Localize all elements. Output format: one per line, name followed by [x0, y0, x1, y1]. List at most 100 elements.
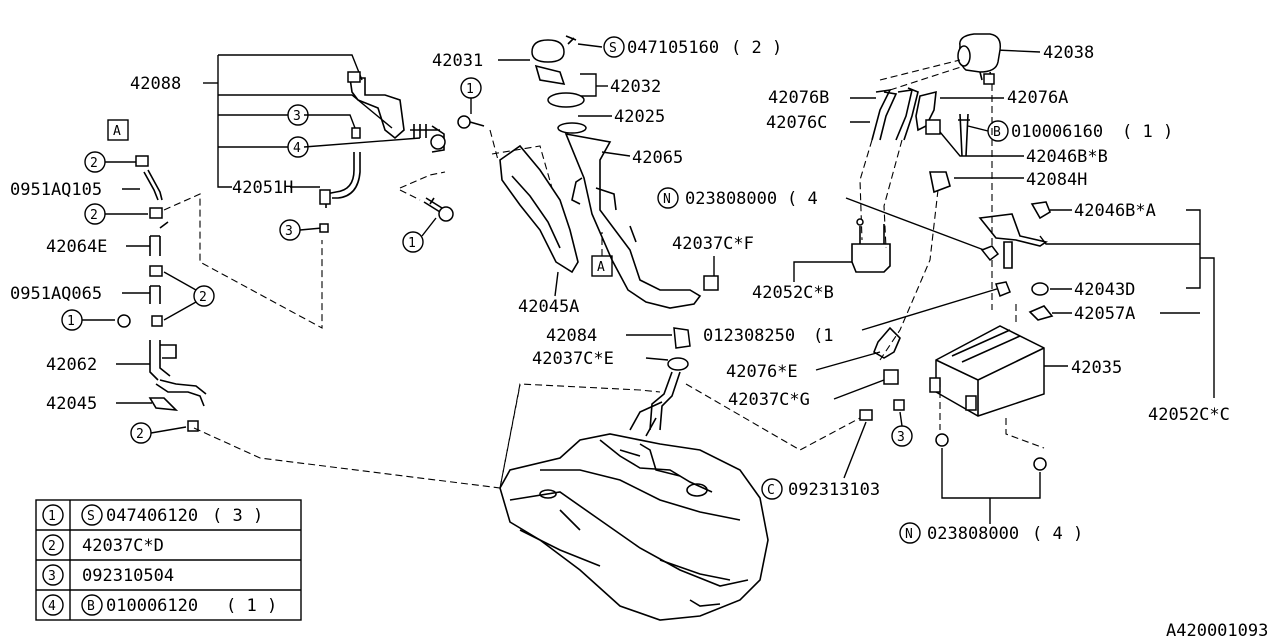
label-42045A: 42045A	[518, 297, 579, 317]
label-42088: 42088	[130, 74, 181, 94]
hose-42051H	[319, 152, 361, 233]
svg-text:1: 1	[466, 82, 474, 97]
label-047105160: 047105160	[627, 38, 719, 58]
label-42084: 42084	[546, 326, 597, 346]
canister-42035	[929, 325, 1045, 417]
label-42043D: 42043D	[1074, 280, 1135, 300]
label-010006160: 010006160	[1011, 122, 1103, 142]
svg-text:N: N	[663, 192, 671, 207]
clip-42043D	[995, 281, 1054, 321]
label-42045: 42045	[46, 394, 97, 414]
legend-part-1: 047406120	[106, 506, 198, 526]
svg-text:3: 3	[48, 569, 56, 584]
legend-part-3: 092310504	[82, 566, 174, 586]
filler-neck-42065	[564, 132, 702, 309]
bracket-42052CB	[851, 218, 891, 273]
label-42065: 42065	[632, 148, 683, 168]
callout-circle-3-a: 3	[287, 104, 309, 126]
diagram-code: A420001093	[1166, 621, 1268, 640]
legend-qty-4: ( 1 )	[226, 596, 277, 616]
svg-text:A: A	[113, 124, 121, 139]
legend-part-2: 42037C*D	[82, 536, 164, 556]
label-0951AQ105: 0951AQ105	[10, 180, 102, 200]
label-023808000-bot-qty: ( 4 )	[1032, 524, 1083, 544]
legend-row-1: 1 S 047406120 ( 3 )	[42, 504, 263, 526]
legend-part-4: 010006120	[106, 596, 198, 616]
callout-B-010006160: B 010006160 ( 1 )	[987, 120, 1173, 142]
label-012308250: 012308250	[703, 326, 795, 346]
label-42025: 42025	[614, 107, 665, 127]
callout-circle-1-a: 1	[402, 231, 424, 253]
hose-42076E	[873, 326, 901, 359]
svg-text:2: 2	[136, 427, 144, 442]
label-42037CE: 42037C*E	[532, 349, 614, 369]
label-42035: 42035	[1071, 358, 1122, 378]
callout-circle-2-a: 2	[84, 151, 106, 173]
bracket-42088	[347, 71, 446, 153]
svg-text:B: B	[993, 125, 1001, 140]
label-42062: 42062	[46, 355, 97, 375]
legend-qty-1: ( 3 )	[212, 506, 263, 526]
callout-N-023808000-bot: N 023808000 ( 4 )	[899, 522, 1083, 544]
bracket-42046BA	[978, 201, 1051, 269]
callout-circle-1-b: 1	[61, 309, 83, 331]
label-42076C: 42076C	[766, 113, 827, 133]
svg-text:B: B	[87, 599, 95, 614]
label-42037CG: 42037C*G	[728, 390, 810, 410]
svg-text:1: 1	[48, 509, 56, 524]
svg-text:S: S	[87, 509, 95, 524]
svg-text:N: N	[905, 527, 913, 542]
label-42037CF: 42037C*F	[672, 234, 754, 254]
callout-circle-4-a: 4	[287, 136, 309, 158]
label-023808000-top-qty: ( 4	[787, 189, 818, 209]
label-42046BB: 42046B*B	[1026, 147, 1108, 167]
svg-text:1: 1	[67, 314, 75, 329]
callout-S-047105160: S 047105160 ( 2 )	[603, 36, 782, 58]
svg-text:S: S	[609, 41, 617, 56]
legend-row-4: 4 B 010006120 ( 1 )	[42, 594, 277, 616]
label-42076B: 42076B	[768, 88, 829, 108]
left-hose-column	[117, 155, 207, 432]
svg-text:3: 3	[285, 224, 293, 239]
boxA-left: A	[107, 119, 129, 141]
callout-N-023808000-top: N 023808000 ( 4	[657, 187, 818, 209]
label-42038: 42038	[1043, 43, 1094, 63]
callout-circle-3-b: 3	[279, 219, 301, 241]
svg-text:2: 2	[90, 208, 98, 223]
legend-row-3: 3 092310504	[42, 564, 174, 586]
filler-cap-parts	[457, 35, 587, 134]
label-42076A: 42076A	[1007, 88, 1068, 108]
callout-B-012308250: 012308250 (1	[703, 326, 833, 346]
svg-text:4: 4	[48, 599, 56, 614]
callout-C-092313103: C 092313103	[761, 478, 880, 500]
svg-text:1: 1	[408, 236, 416, 251]
label-42057A: 42057A	[1074, 304, 1135, 324]
small-parts-bottom	[859, 399, 1047, 471]
clip-42037CG	[883, 369, 899, 385]
callout-42088: 42088	[130, 54, 421, 188]
callout-circle-2-b: 2	[84, 203, 106, 225]
svg-text:A: A	[597, 260, 605, 275]
legend-row-2: 2 42037C*D	[42, 534, 164, 556]
bolt-1-left-top	[423, 197, 454, 222]
label-023808000-bot: 023808000	[927, 524, 1019, 544]
callout-circle-1-c: 1	[460, 77, 482, 99]
svg-text:C: C	[767, 483, 775, 498]
label-0951AQ065: 0951AQ065	[10, 284, 102, 304]
svg-text:3: 3	[897, 430, 905, 445]
callout-circle-2-d: 2	[130, 422, 152, 444]
label-42031: 42031	[432, 51, 483, 71]
label-092313103: 092313103	[788, 480, 880, 500]
svg-text:2: 2	[48, 539, 56, 554]
svg-text:4: 4	[293, 141, 301, 156]
svg-text:2: 2	[90, 156, 98, 171]
fuel-tank	[499, 401, 769, 621]
label-010006160-qty: ( 1 )	[1122, 122, 1173, 142]
label-023808000-top: 023808000	[685, 189, 777, 209]
label-42076E: 42076*E	[726, 362, 798, 382]
svg-text:3: 3	[293, 109, 301, 124]
shield-42045A	[499, 144, 579, 274]
hoses-42076	[871, 87, 970, 194]
svg-text:2: 2	[199, 290, 207, 305]
